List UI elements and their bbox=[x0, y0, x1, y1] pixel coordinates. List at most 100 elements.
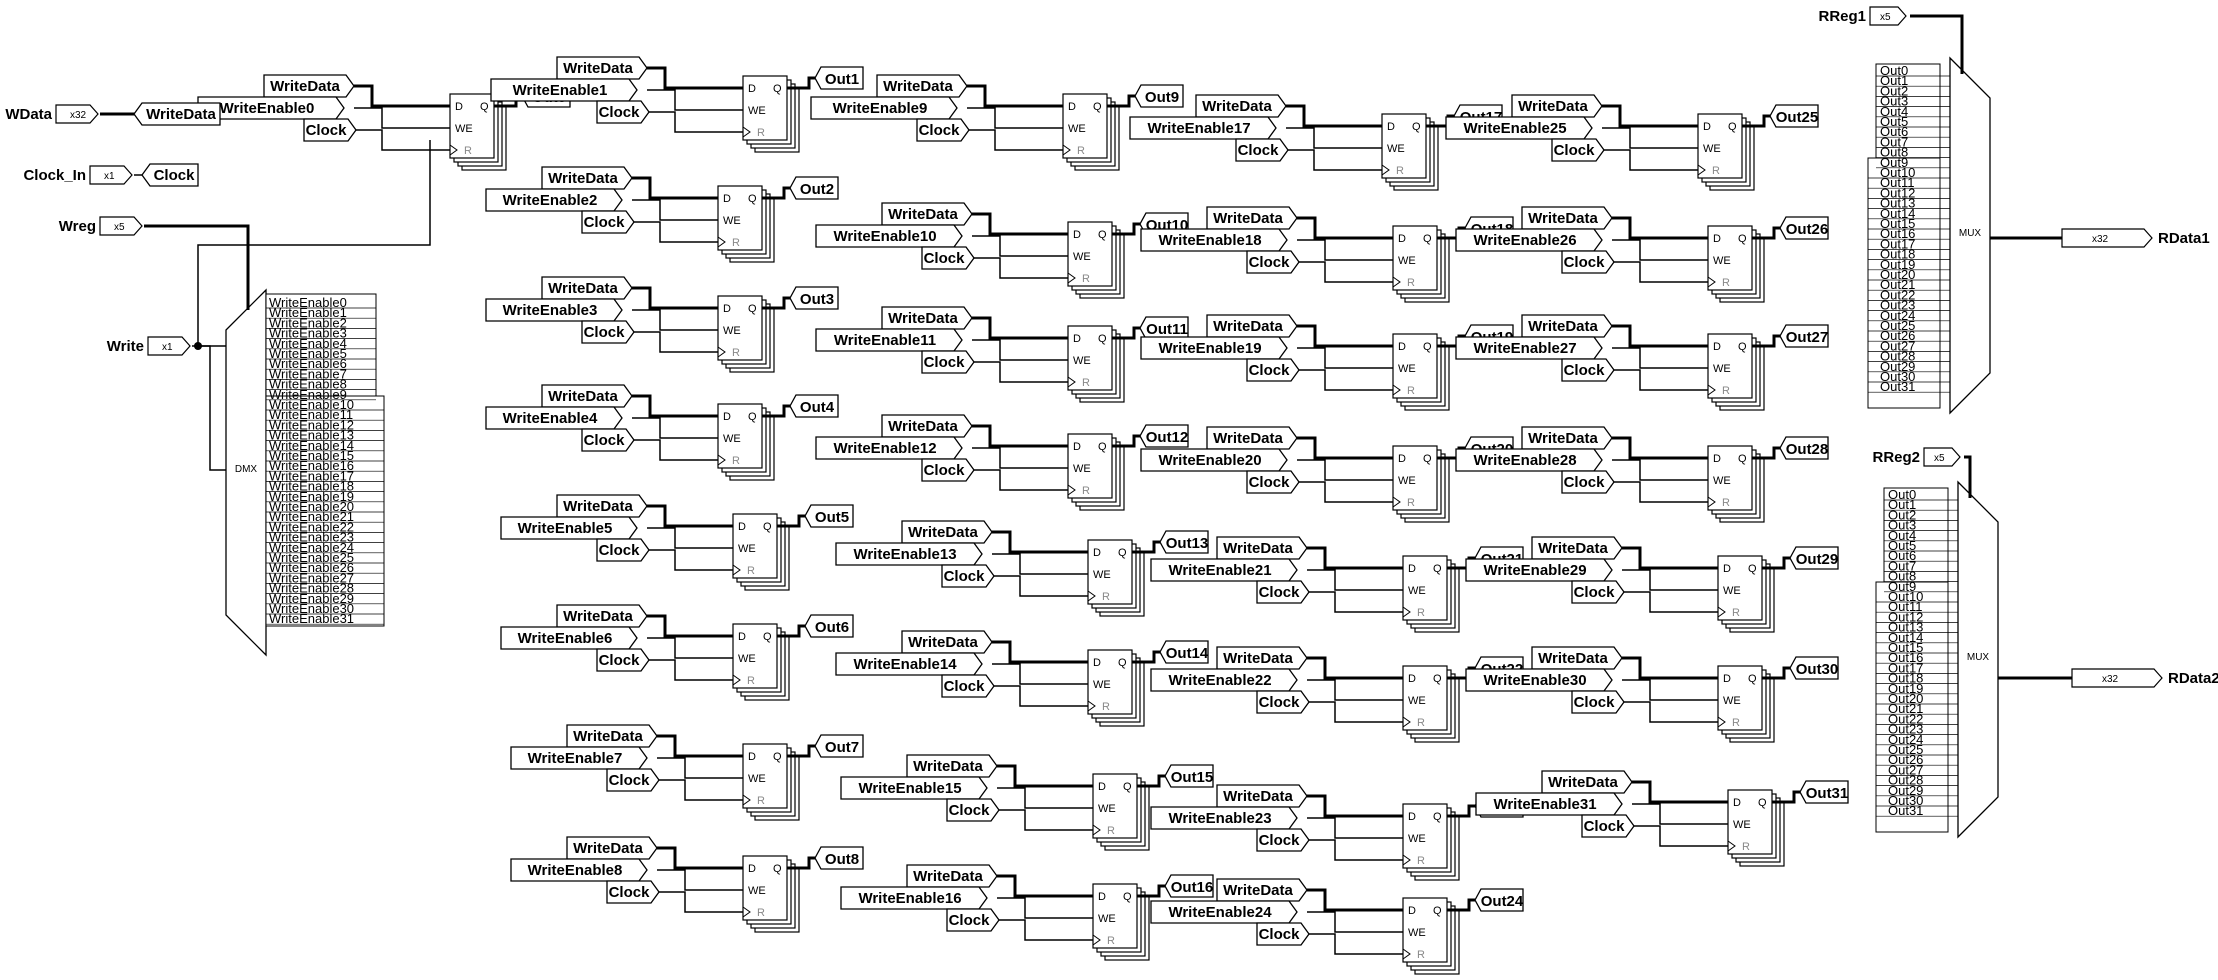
data-wire bbox=[1307, 794, 1403, 818]
data-wire bbox=[1612, 324, 1708, 348]
clock-tag-tunnel bbox=[606, 880, 660, 904]
clock-triangle-icon bbox=[717, 454, 726, 466]
pin-we: WE bbox=[1713, 475, 1731, 487]
input-wreg-pin[interactable] bbox=[99, 216, 143, 236]
demux-output-label: WriteEnable21 bbox=[269, 509, 354, 524]
register-19[interactable]: WriteDataWriteEnable19ClockDQWEROut19 bbox=[1140, 314, 1514, 411]
register-body bbox=[1067, 221, 1113, 287]
clock-tag: Clock bbox=[1238, 142, 1280, 159]
pin-we: WE bbox=[1068, 123, 1086, 135]
out-wire bbox=[1132, 650, 1160, 664]
pin-d: D bbox=[1408, 905, 1416, 917]
write-enable-tag: WriteEnable15 bbox=[858, 780, 961, 797]
out-tunnel bbox=[1164, 764, 1214, 788]
pin-d: D bbox=[455, 101, 463, 113]
clock-tag-tunnel bbox=[596, 648, 650, 672]
write-enable-tag-tunnel bbox=[840, 886, 988, 910]
out-wire bbox=[787, 744, 815, 758]
write-data-tag: WriteData bbox=[1213, 318, 1283, 335]
select-pin[interactable] bbox=[1869, 6, 1907, 26]
read-mux-2: MUXOut0Out1Out2Out3Out4Out5Out6Out7Out8O… bbox=[1875, 480, 1999, 839]
output-pin[interactable] bbox=[2061, 228, 2153, 248]
out-tunnel bbox=[1779, 324, 1829, 348]
clock-wire bbox=[1624, 701, 1718, 723]
write-enable-tag-tunnel bbox=[1475, 792, 1623, 816]
out-wire bbox=[787, 856, 815, 870]
mux-input-label: Out27 bbox=[1880, 338, 1915, 353]
demux-output-label: WriteEnable26 bbox=[269, 560, 354, 575]
clock-tag-tunnel bbox=[1571, 580, 1625, 604]
register-body bbox=[732, 623, 778, 689]
enable-wire bbox=[972, 447, 1068, 469]
data-wire bbox=[1307, 656, 1403, 680]
pin-we: WE bbox=[1408, 695, 1426, 707]
register-18[interactable]: WriteDataWriteEnable18ClockDQWEROut18 bbox=[1140, 206, 1514, 303]
pin-q: Q bbox=[773, 863, 782, 875]
demux-output-label: WriteEnable31 bbox=[269, 611, 354, 626]
out-wire bbox=[762, 296, 790, 310]
output-pin[interactable] bbox=[2071, 668, 2163, 688]
mux-input-label: Out28 bbox=[1888, 773, 1923, 788]
write-enable-tag-tunnel bbox=[510, 858, 648, 882]
clock-tag: Clock bbox=[924, 250, 966, 267]
clock-tag-tunnel bbox=[596, 538, 650, 562]
pin-r: R bbox=[757, 907, 765, 919]
register-17[interactable]: WriteDataWriteEnable17ClockDQWEROut17 bbox=[1129, 94, 1503, 191]
input-clock-in-pin[interactable] bbox=[89, 165, 133, 185]
mux-input-label: Out30 bbox=[1880, 369, 1915, 384]
clock-wire bbox=[999, 809, 1093, 831]
write-enable-tag-tunnel bbox=[815, 436, 963, 460]
input-write-pin[interactable] bbox=[147, 336, 191, 356]
register-21[interactable]: WriteDataWriteEnable21ClockDQWEROut21 bbox=[1150, 536, 1524, 633]
out-wire bbox=[1762, 666, 1790, 680]
register-20[interactable]: WriteDataWriteEnable20ClockDQWEROut20 bbox=[1140, 426, 1514, 523]
pin-we: WE bbox=[1398, 363, 1416, 375]
pin-d: D bbox=[1398, 453, 1406, 465]
select-label: RReg1 bbox=[1818, 8, 1866, 25]
write-data-tag-tunnel bbox=[906, 864, 998, 888]
mux-input-label: Out10 bbox=[1880, 165, 1915, 180]
select-pin[interactable] bbox=[1923, 447, 1961, 467]
register-23[interactable]: WriteDataWriteEnable23ClockDQWEROut23 bbox=[1150, 784, 1524, 881]
select-wire bbox=[1964, 455, 1972, 498]
out-wire bbox=[1112, 326, 1140, 340]
pin-we: WE bbox=[1713, 255, 1731, 267]
input-wreg-width: x5 bbox=[114, 222, 125, 233]
data-wire bbox=[1602, 104, 1698, 128]
input-wdata-pin[interactable] bbox=[55, 104, 99, 124]
mux-input-block bbox=[1867, 157, 1941, 409]
register-22[interactable]: WriteDataWriteEnable22ClockDQWEROut22 bbox=[1150, 646, 1524, 743]
